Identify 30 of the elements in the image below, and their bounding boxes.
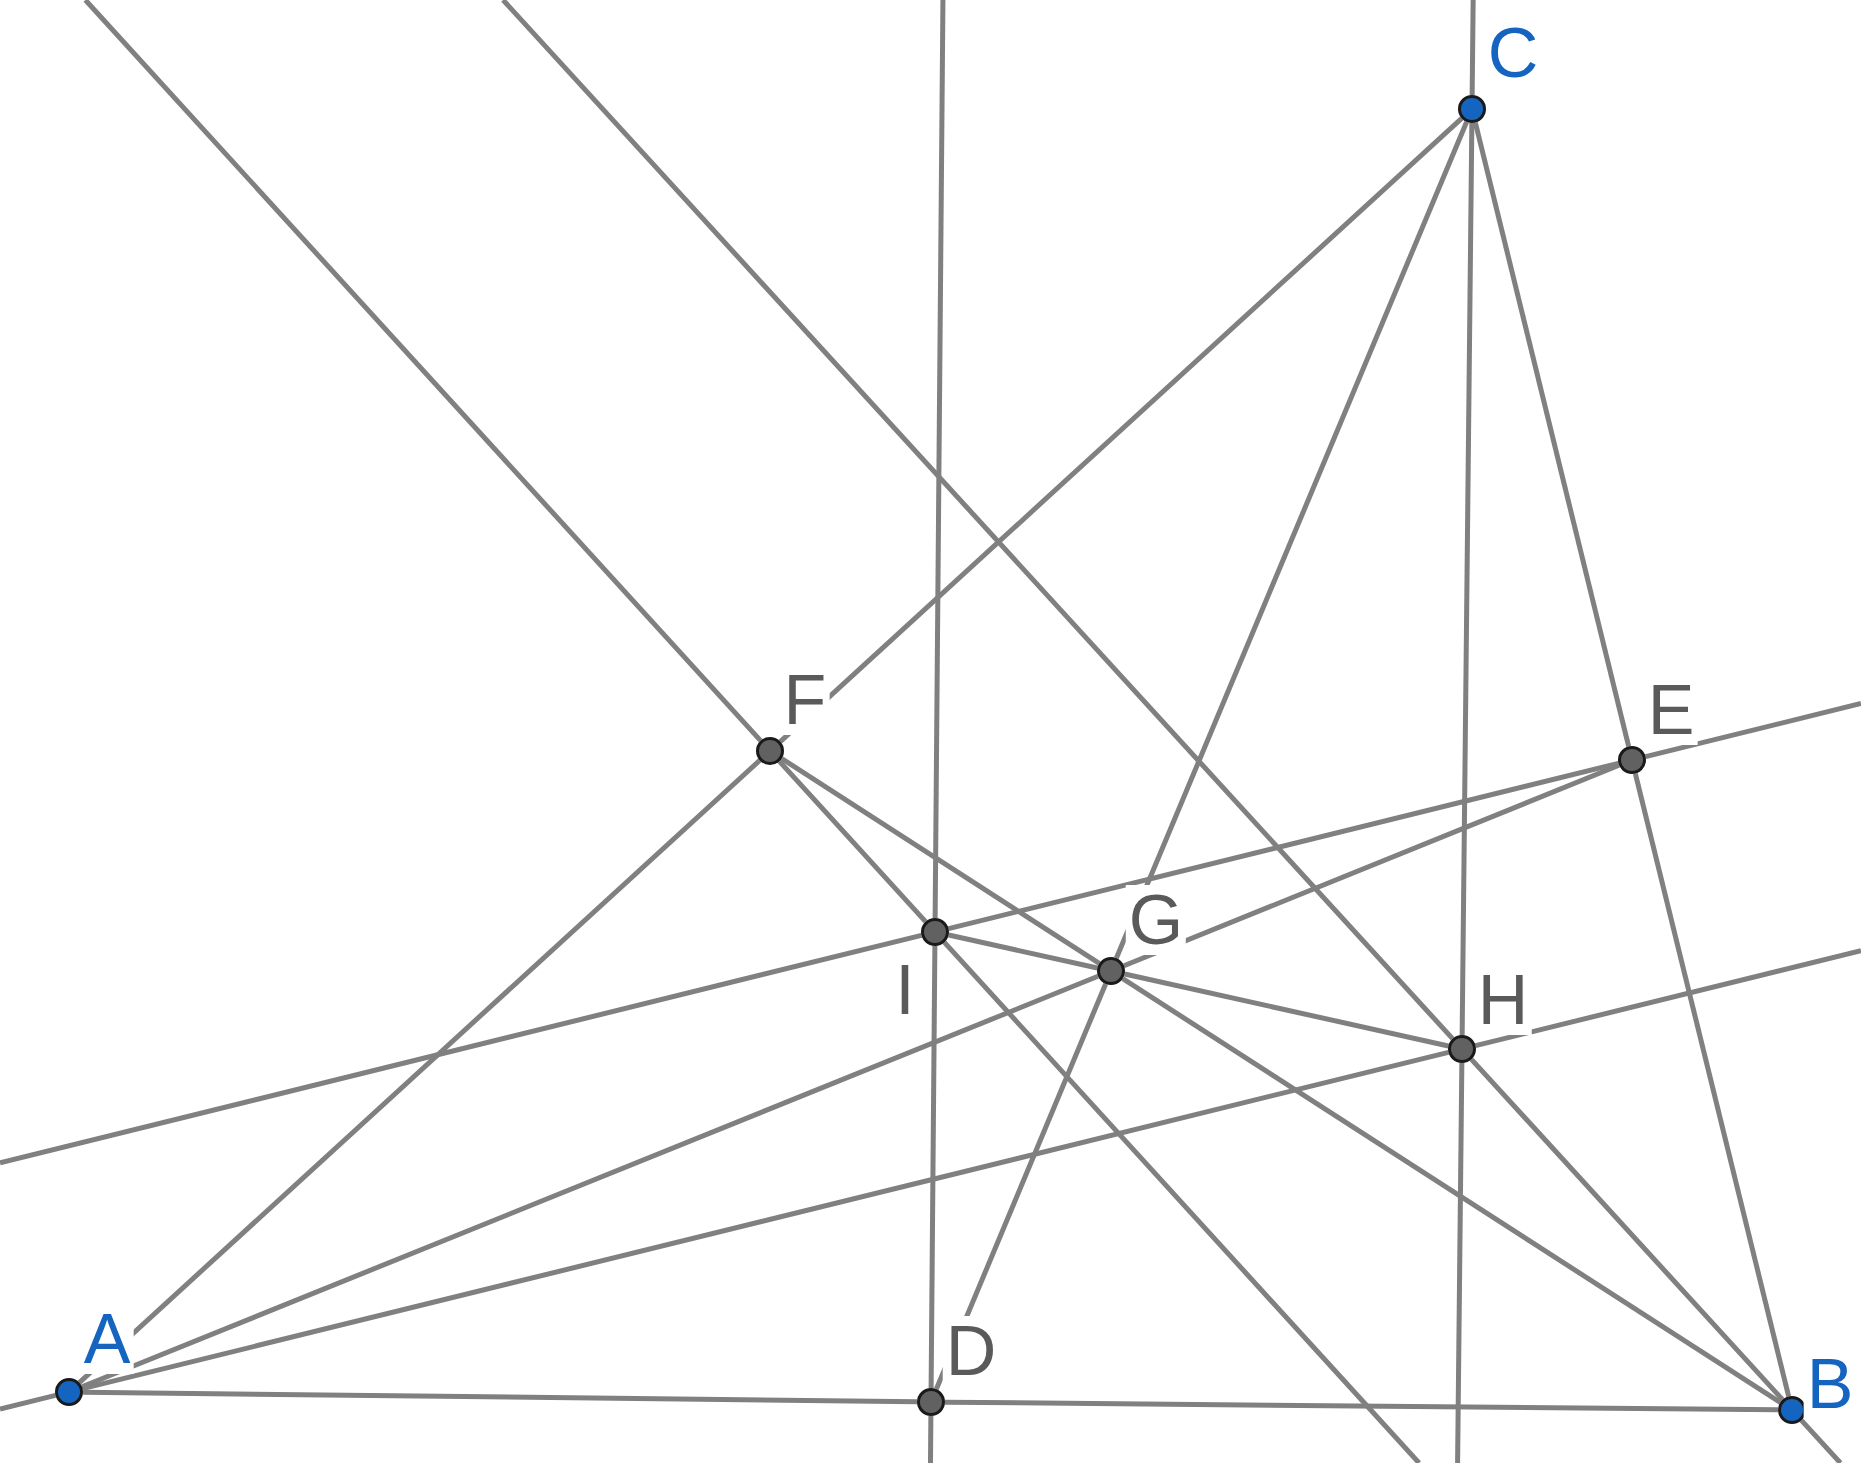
line-segment	[780, 756, 1101, 966]
line-segment	[0, 1392, 56, 1412]
line-segment	[1632, 773, 1792, 1397]
line-segment	[932, 0, 946, 919]
line-segment	[1455, 1062, 1465, 1463]
line-segment	[942, 940, 1421, 1463]
line-segment	[501, 0, 1455, 1041]
line-segment	[77, 758, 762, 1385]
line-segment	[928, 945, 938, 1389]
line-segment	[1645, 701, 1861, 760]
line-segment	[1472, 122, 1632, 747]
line-segment	[928, 1416, 934, 1463]
line-segment	[944, 1399, 1779, 1413]
line-segment	[778, 116, 1464, 744]
line-segment	[1475, 948, 1861, 1049]
line-segment	[1799, 1418, 1843, 1463]
line-segment	[1459, 122, 1475, 1036]
point-label: G	[1125, 885, 1187, 955]
line-segment	[1124, 971, 1449, 1049]
line-segment	[82, 1049, 1449, 1392]
line-segment	[1469, 1057, 1785, 1402]
line-segment	[948, 932, 1098, 971]
line-segment	[1114, 120, 1469, 960]
line-segment	[82, 1389, 918, 1405]
line-segment	[0, 932, 922, 1166]
line-segment	[83, 0, 763, 743]
line-segment	[948, 760, 1619, 932]
line-segment	[1469, 0, 1476, 96]
line-segment	[1121, 976, 1782, 1405]
line-segment	[777, 759, 928, 924]
